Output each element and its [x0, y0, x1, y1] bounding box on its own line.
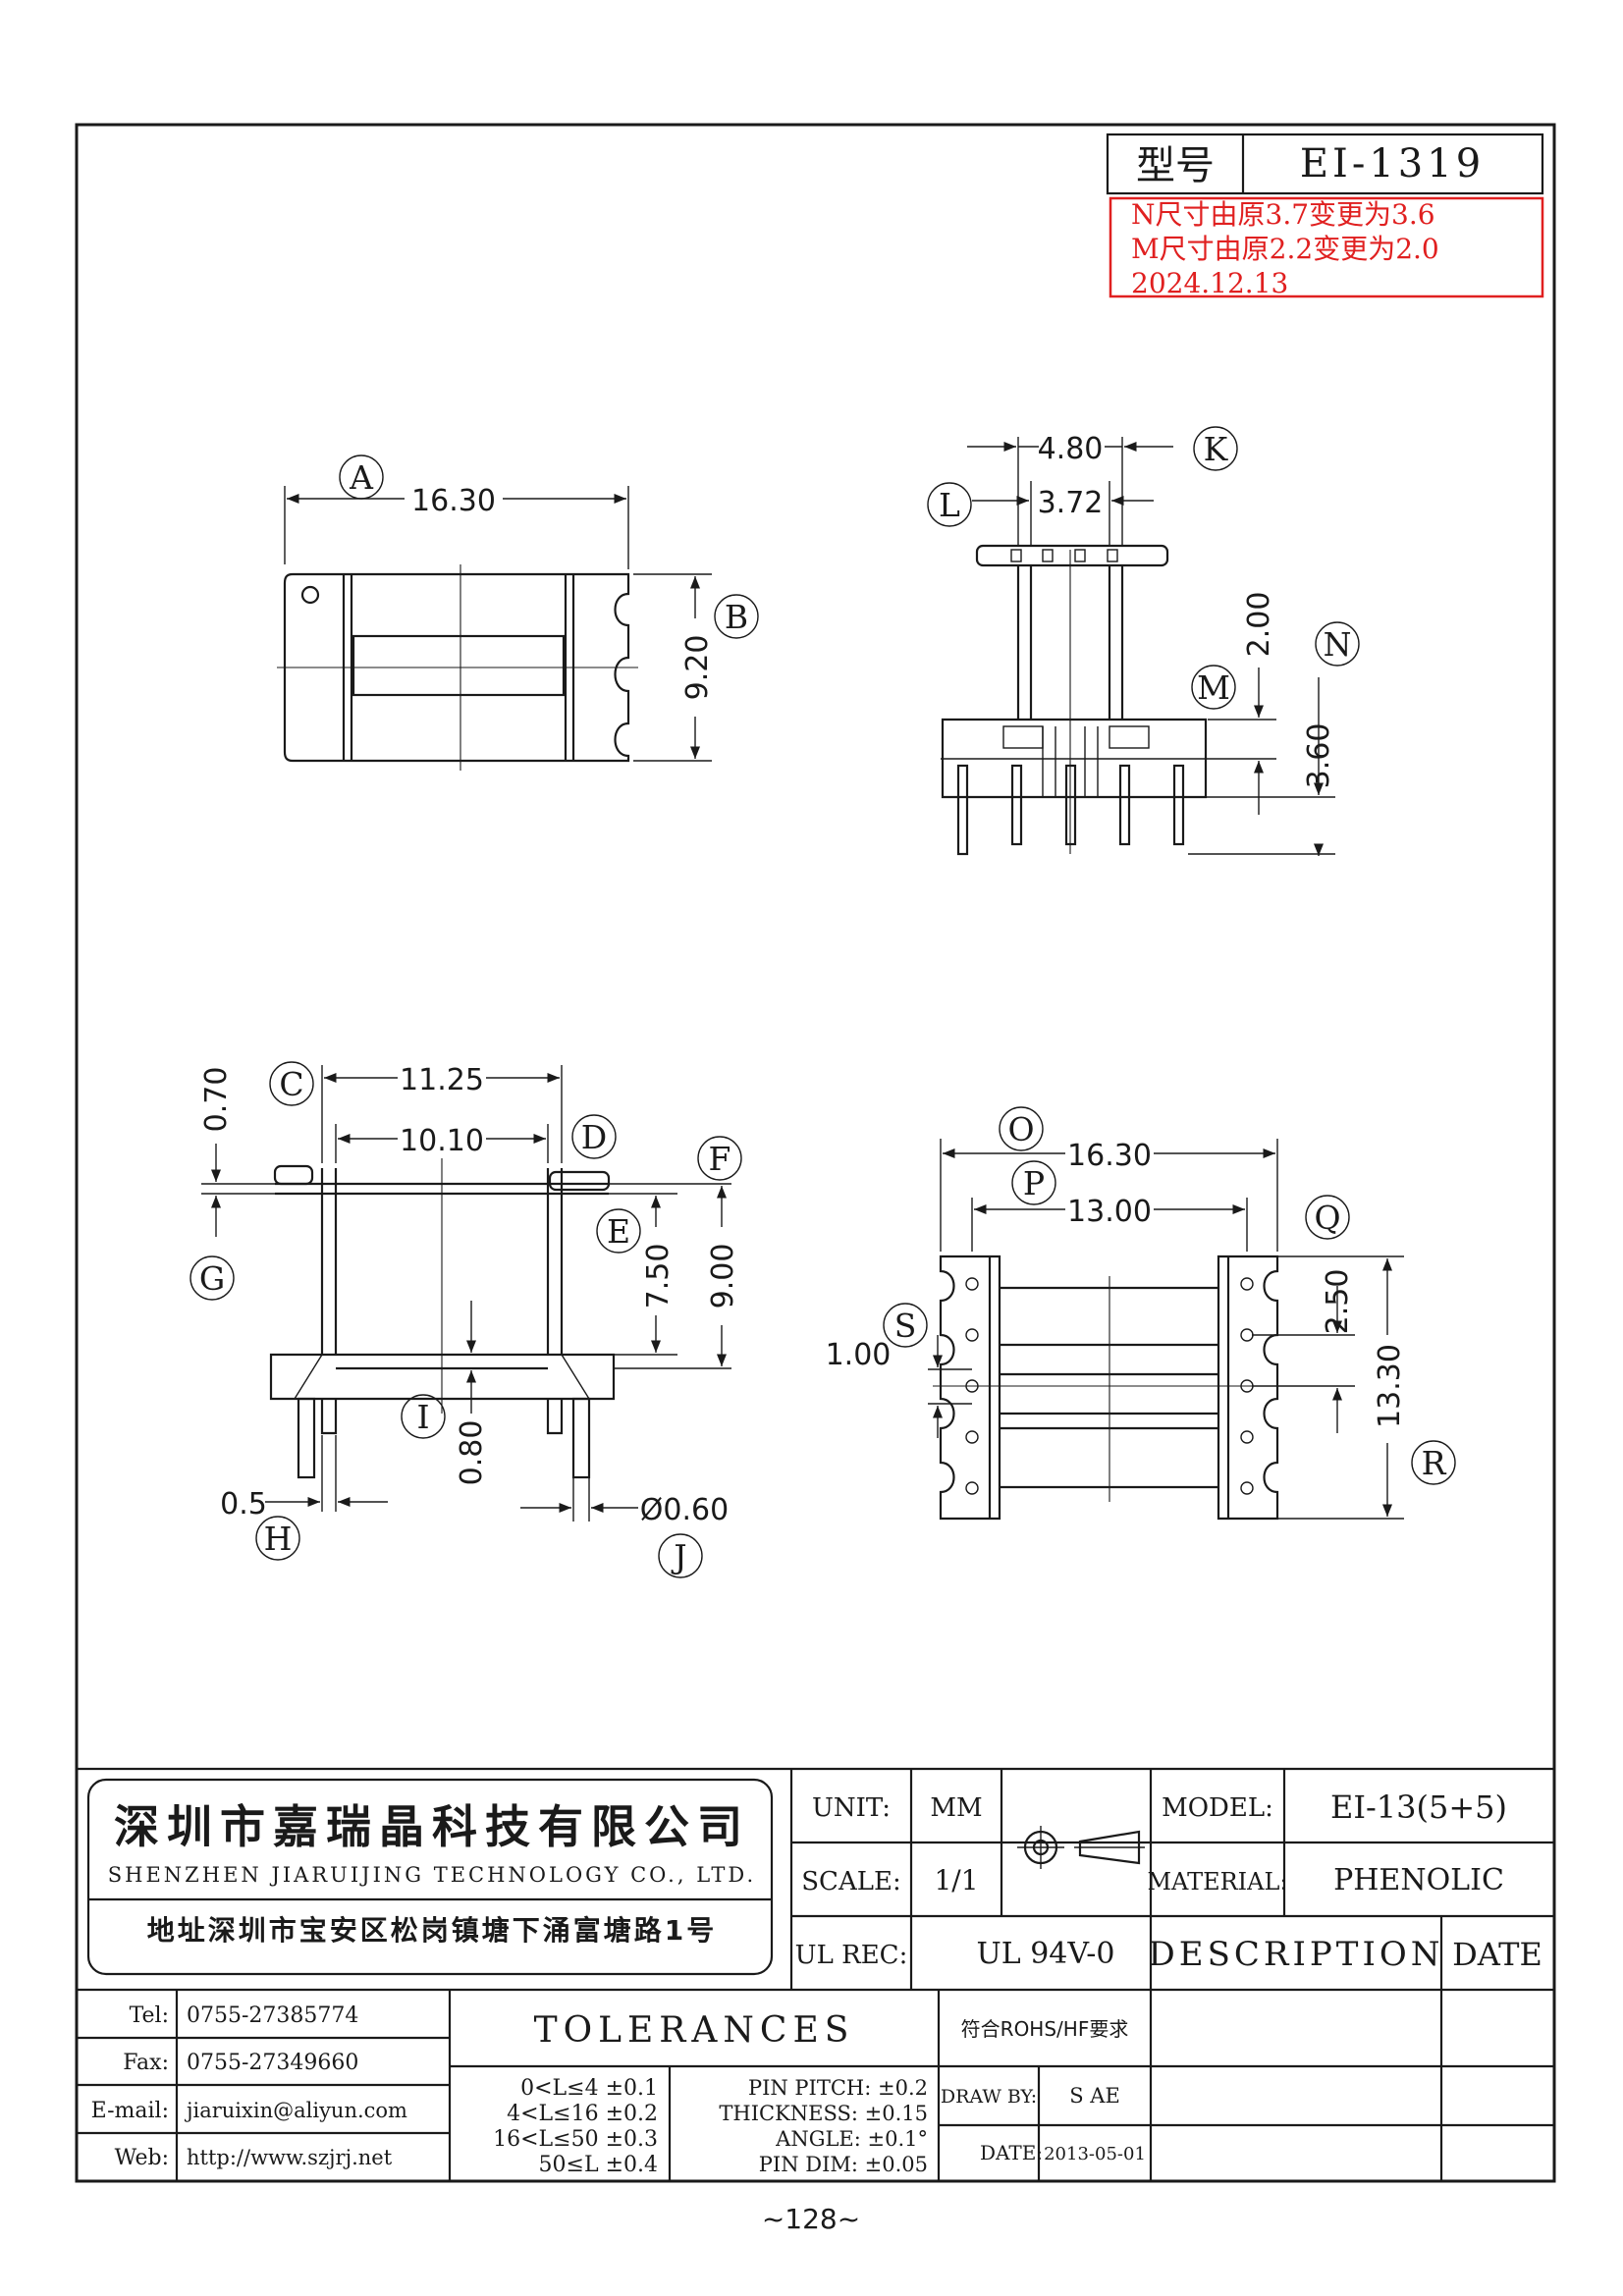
label-m: M	[1197, 668, 1230, 707]
company-address: 地址深圳市宝安区松岗镇塘下涌富塘路1号	[147, 1914, 718, 1947]
label-f: F	[709, 1140, 731, 1178]
projection-symbol-icon	[1017, 1826, 1145, 1869]
fax-label: Fax:	[123, 2051, 169, 2075]
label-g: G	[199, 1259, 225, 1298]
label-p: P	[1023, 1164, 1045, 1202]
label-j: J	[671, 1537, 686, 1575]
label-e: E	[607, 1212, 630, 1251]
tel-value: 0755-27385774	[187, 2003, 358, 2028]
label-q: Q	[1314, 1199, 1340, 1237]
email-label: E-mail:	[91, 2099, 169, 2123]
dim-m-value: 2.00	[1242, 592, 1276, 658]
web-value: http://www.szjrj.net	[187, 2146, 393, 2169]
web-label: Web:	[115, 2146, 169, 2170]
tol-spec-1: PIN PITCH: ±0.2	[748, 2076, 928, 2100]
description-header: DESCRIPTION	[1148, 1935, 1443, 1974]
material-label: MATERIAL:	[1147, 1868, 1287, 1896]
rohs-note: 符合ROHS/HF要求	[961, 2017, 1129, 2041]
date-header: DATE	[1452, 1936, 1542, 1973]
tolerances-title: TOLERANCES	[534, 2010, 855, 2051]
tol-spec-3: ANGLE: ±0.1°	[775, 2127, 928, 2151]
tol-range-2: 4<L≤16 ±0.2	[507, 2102, 658, 2126]
label-s: S	[894, 1307, 917, 1345]
dim-o-value: 16.30	[1067, 1139, 1152, 1173]
revision-line-2: M尺寸由原2.2变更为2.0	[1131, 233, 1439, 265]
label-i: I	[416, 1398, 429, 1436]
dim-e-value: 7.50	[641, 1244, 676, 1309]
dim-n-value: 3.60	[1302, 723, 1336, 789]
draw-date-label: DATE:	[980, 2141, 1043, 2164]
model-header: 型号 EI-1319	[1106, 133, 1544, 195]
email-value: jiaruixin@aliyun.com	[184, 2099, 407, 2122]
page-number: ~128~	[762, 2203, 860, 2235]
dim-f-value: 9.00	[706, 1244, 740, 1309]
label-c: C	[279, 1065, 303, 1103]
front-view: 11.25 C 10.10 D 0.70 G 7.50 E 9.00 F	[189, 1061, 742, 1578]
ul-value: UL 94V-0	[976, 1937, 1114, 1971]
sheet-border	[75, 123, 1556, 2183]
dim-j-value: Ø0.60	[640, 1493, 729, 1527]
side-view: 4.80 K 3.72 L 2.00 M 3.60 N	[927, 426, 1360, 856]
label-l: L	[939, 486, 960, 524]
company-name-cn: 深圳市嘉瑞晶科技有限公司	[114, 1800, 750, 1853]
model-header-label: 型号	[1136, 143, 1215, 188]
dim-h-value: 0.5	[220, 1487, 267, 1522]
label-b: B	[725, 598, 748, 636]
dim-i-value: 0.80	[455, 1420, 489, 1486]
revision-line-1: N尺寸由原3.7变更为3.6	[1131, 198, 1435, 231]
scale-value: 1/1	[934, 1864, 978, 1896]
dim-d-value: 10.10	[400, 1124, 484, 1158]
dim-c-value: 11.25	[400, 1063, 484, 1097]
unit-label: UNIT:	[812, 1793, 891, 1823]
dim-g-value: 0.70	[199, 1067, 234, 1133]
tel-label: Tel:	[130, 2003, 169, 2028]
dim-s-value: 1.00	[826, 1338, 892, 1372]
label-a: A	[349, 458, 374, 497]
top-view: 16.30 A 9.20 B	[277, 454, 759, 771]
model-header-value: EI-1319	[1300, 141, 1485, 187]
tol-range-1: 0<L≤4 ±0.1	[520, 2076, 658, 2101]
company-name-en: SHENZHEN JIARUIJING TECHNOLOGY CO., LTD.	[108, 1863, 756, 1887]
label-k: K	[1204, 430, 1229, 468]
scale-label: SCALE:	[801, 1867, 901, 1896]
label-d: D	[581, 1118, 607, 1156]
bottom-view: 16.30 O 13.00 P 2.50 Q 13.30 R 1.00 S	[826, 1106, 1456, 1521]
dim-l-value: 3.72	[1038, 486, 1104, 520]
label-n: N	[1324, 625, 1352, 664]
ul-label: UL REC:	[795, 1941, 908, 1970]
label-h: H	[264, 1520, 293, 1558]
tol-range-3: 16<L≤50 ±0.3	[493, 2127, 658, 2152]
label-r: R	[1422, 1444, 1447, 1482]
draw-by-label: DRAW BY:	[941, 2086, 1037, 2108]
dim-k-value: 4.80	[1038, 432, 1104, 466]
dim-r-value: 13.30	[1373, 1344, 1407, 1428]
tol-spec-2: THICKNESS: ±0.15	[719, 2102, 928, 2125]
label-o: O	[1007, 1110, 1034, 1148]
dim-q-value: 2.50	[1321, 1269, 1355, 1335]
title-block: 深圳市嘉瑞晶科技有限公司 SHENZHEN JIARUIJING TECHNOL…	[77, 1767, 1554, 2181]
fax-value: 0755-27349660	[187, 2051, 358, 2075]
unit-value: MM	[930, 1793, 982, 1823]
dim-a-value: 16.30	[411, 484, 496, 518]
draw-date-value: 2013-05-01	[1044, 2144, 1146, 2164]
tol-range-4: 50≤L ±0.4	[539, 2153, 658, 2177]
tol-spec-4: PIN DIM: ±0.05	[759, 2153, 928, 2176]
model-value: EI-13(5+5)	[1330, 1789, 1507, 1826]
material-value: PHENOLIC	[1333, 1863, 1504, 1897]
dim-b-value: 9.20	[680, 635, 715, 701]
draw-by-value: S AE	[1069, 2084, 1120, 2108]
model-label: MODEL:	[1162, 1793, 1273, 1823]
revision-line-3: 2024.12.13	[1131, 267, 1288, 299]
revision-note: N尺寸由原3.7变更为3.6 M尺寸由原2.2变更为2.0 2024.12.13	[1109, 196, 1544, 299]
dim-p-value: 13.00	[1067, 1195, 1152, 1229]
